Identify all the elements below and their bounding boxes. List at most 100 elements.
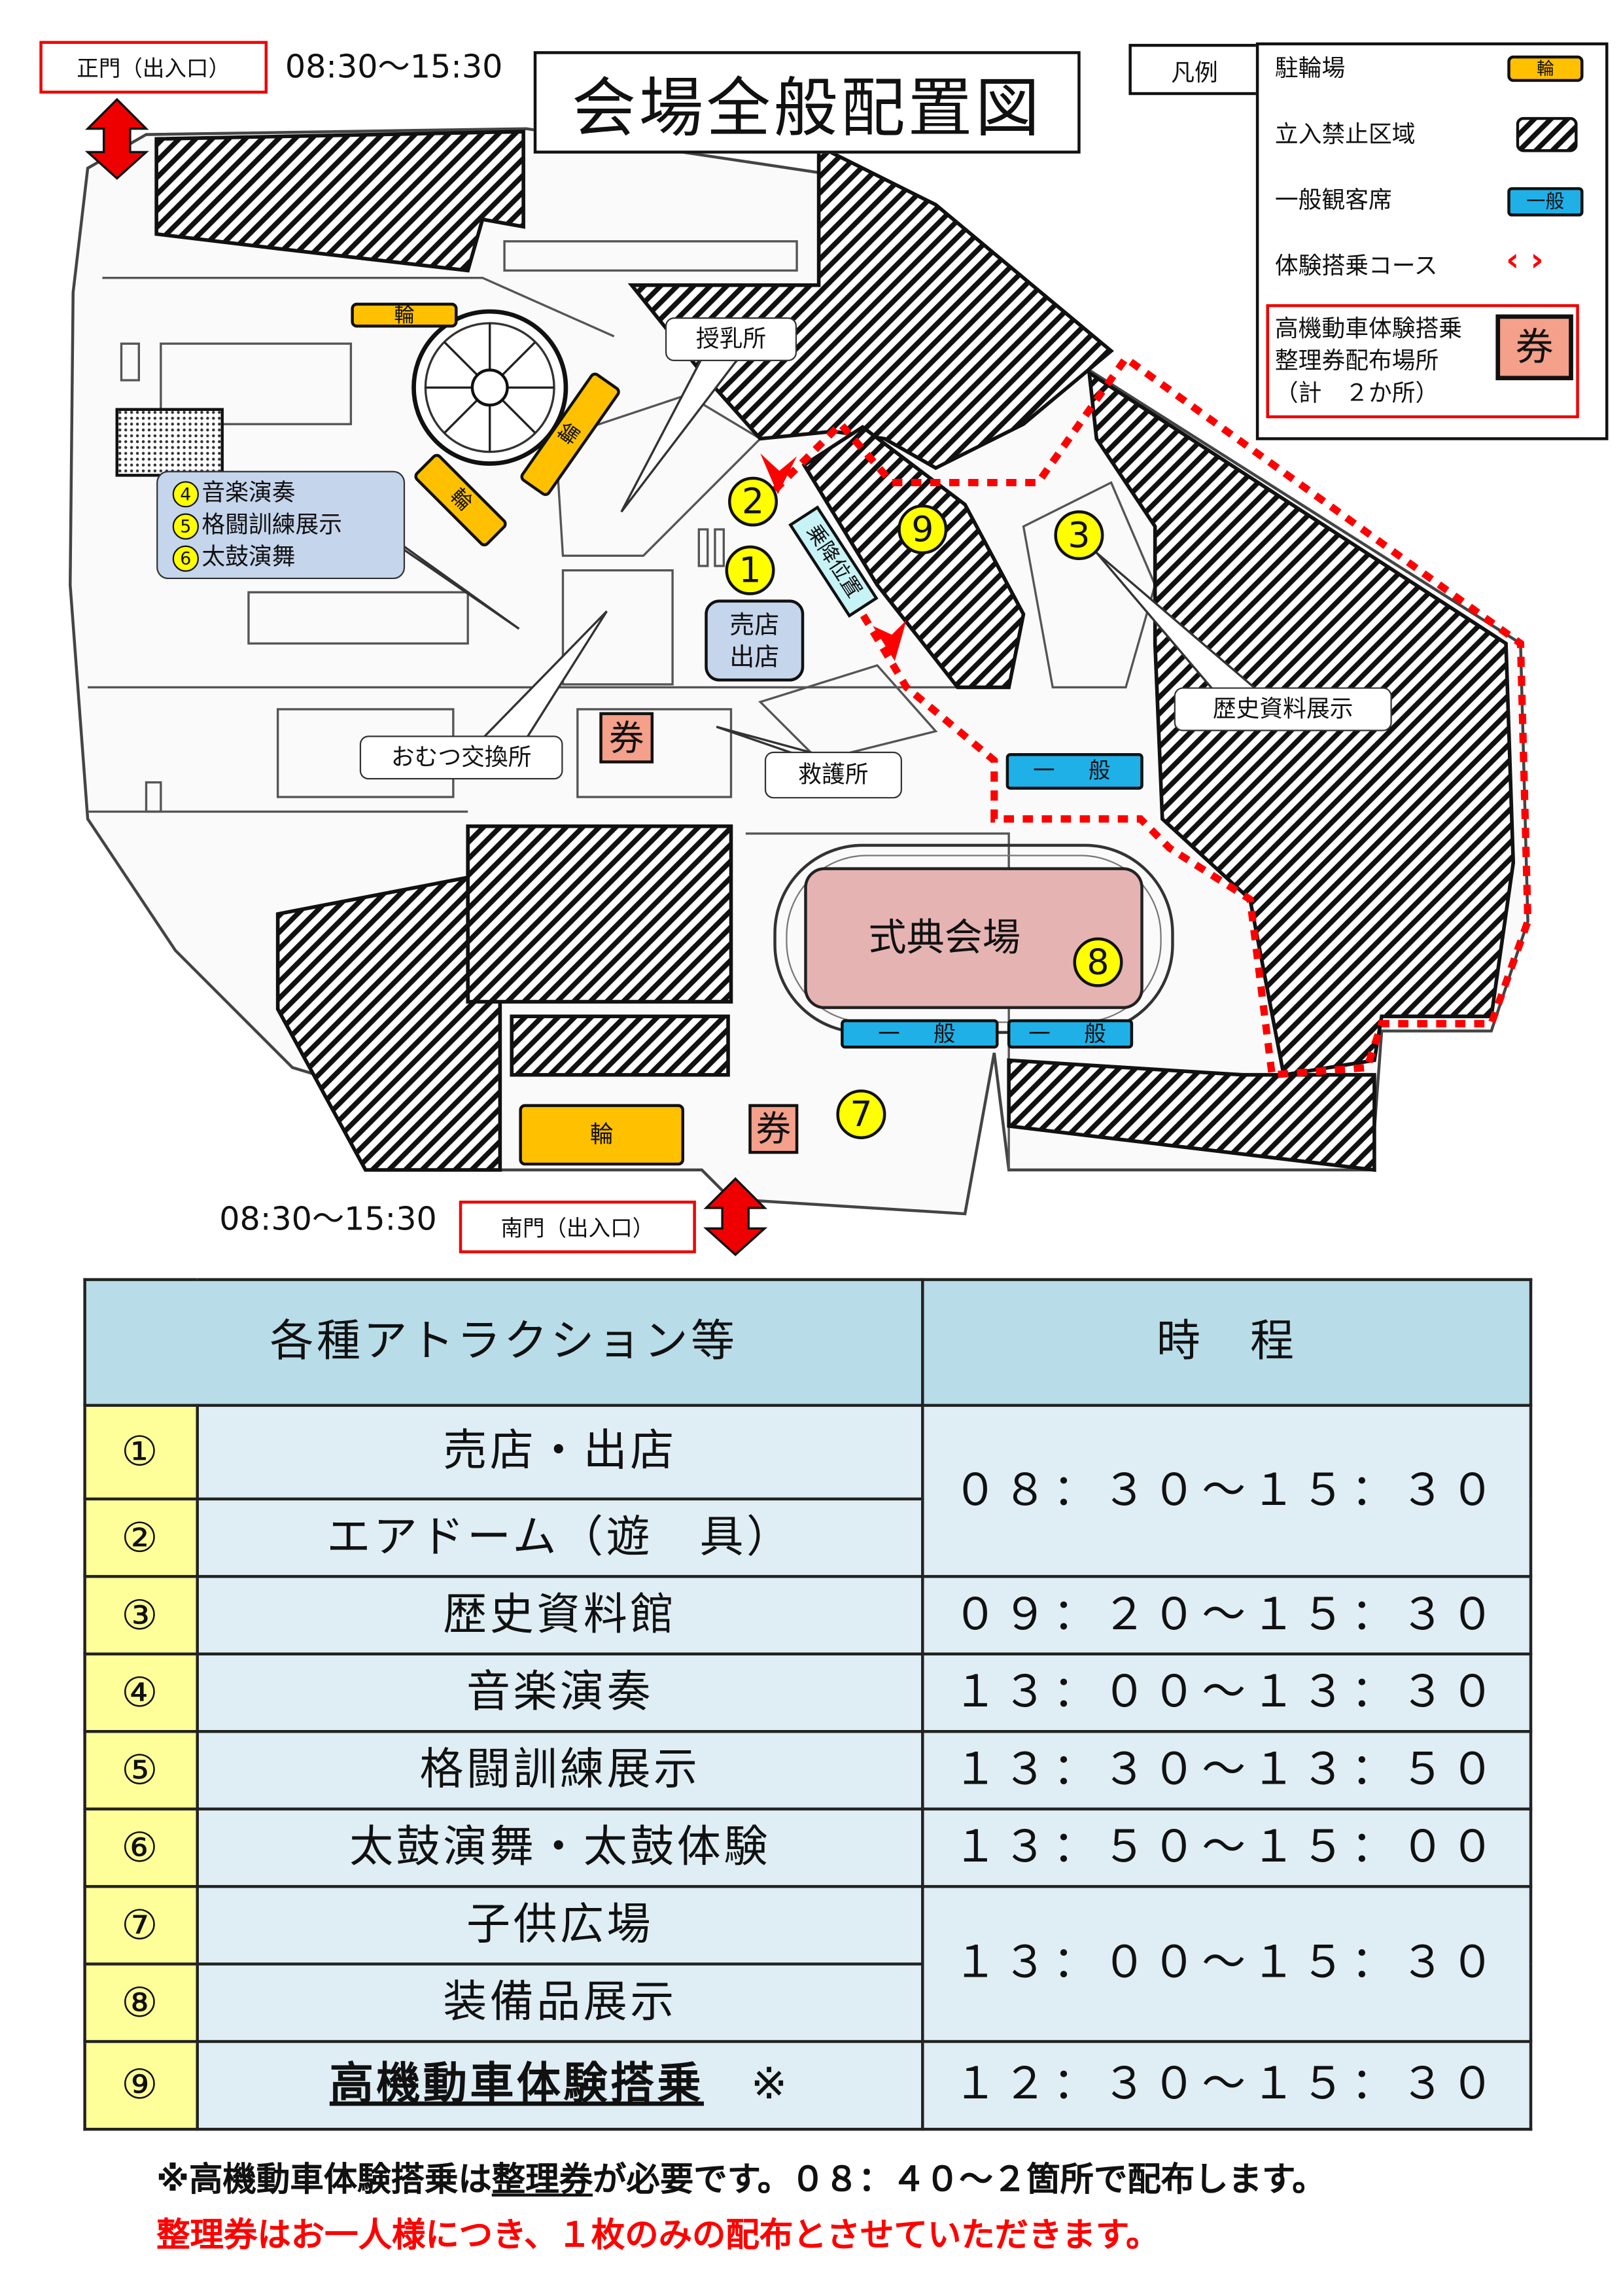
general-seating: 一 般 (1007, 1019, 1134, 1049)
marker-5: 5 (172, 512, 199, 539)
table-row: ③ 歴史資料館 ０９：２０～１５：３０ (83, 1575, 1533, 1656)
marker-2: 2 (728, 476, 778, 527)
legend-heading: 凡例 (1128, 44, 1261, 96)
main-gate-label: 正門（出入口） (39, 41, 268, 94)
page-title: 会場全般配置図 (533, 51, 1081, 154)
bicycle-parking: 輪 (519, 1104, 684, 1166)
south-gate-label: 南門（出入口） (459, 1200, 696, 1254)
legend-ticket-line2: 整理券配布場所 (1274, 346, 1439, 375)
attraction-name: エアドーム（遊 具） (196, 1497, 924, 1578)
row-number: ⑤ (83, 1730, 199, 1810)
marker-9: 9 (898, 504, 948, 555)
stall-label: 出店 (729, 643, 780, 673)
time-range: ０９：２０～１５：３０ (921, 1575, 1533, 1656)
marker-3: 3 (1054, 510, 1104, 561)
first-aid-callout: 救護所 (764, 751, 902, 799)
table-row: ⑧ 装備品展示 (83, 1962, 1531, 2043)
ceremony-venue: 式典会場 (804, 867, 1143, 1010)
experience-route (772, 353, 1532, 1079)
nursing-room-callout: 授乳所 (665, 317, 797, 362)
stage-item-label: 格闘訓練展示 (201, 510, 343, 539)
stage-item-label: 太鼓演舞 (201, 542, 296, 571)
note-line-1: ※高機動車体験搭乗は整理券が必要です。０８：４０～２箇所で配布します。 (156, 2161, 1326, 2202)
table-header-row: 各種アトラクション等 時 程 (83, 1278, 1533, 1407)
attraction-name: 高機動車体験搭乗 ※ (196, 2040, 924, 2131)
table-row: ⑨ 高機動車体験搭乗 ※ １２：３０～１５：３０ (83, 2040, 1533, 2131)
roads (88, 240, 1157, 1170)
legend-ticket-line1: 高機動車体験搭乗 (1274, 314, 1463, 342)
row-number: ⑧ (83, 1962, 199, 2043)
stadium-circle (411, 309, 568, 466)
legend-seating-label: 一般観客席 (1274, 185, 1392, 214)
attraction-name: 格闘訓練展示 (196, 1730, 924, 1810)
header-attractions: 各種アトラクション等 (83, 1278, 924, 1407)
table-row: ④ 音楽演奏 １３：００～１３：３０ (83, 1652, 1533, 1733)
callout-pointers (379, 357, 1261, 756)
table-row: ① 売店・出店 ０８：３０～１５：３０ (83, 1404, 1533, 1578)
note-line-2: 整理券はお一人様につき、１枚のみの配布とさせていただきます。 (156, 2217, 1160, 2255)
row-number: ⑦ (83, 1884, 199, 1966)
legend-hatch-icon (1516, 116, 1578, 152)
note-text: ※高機動車体験搭乗は (156, 2161, 492, 2200)
legend-route-arrows-icon: ‹ › (1506, 243, 1544, 279)
legend-route-label: 体験搭乗コース (1274, 251, 1438, 279)
marker-8: 8 (1073, 937, 1123, 987)
row-number: ④ (83, 1652, 199, 1733)
history-exhibit-callout: 歴史資料展示 (1174, 687, 1392, 732)
general-seating: 一 般 (841, 1019, 999, 1049)
attraction-name: 太鼓演舞・太鼓体験 (196, 1807, 924, 1888)
row-number: ③ (83, 1575, 199, 1656)
marker-6: 6 (172, 544, 199, 571)
stage-item-label: 音楽演奏 (201, 478, 296, 506)
attraction-name: 子供広場 (196, 1884, 924, 1966)
legend-ticket-symbol: 券 (1495, 314, 1573, 381)
shop-area: 売店 出店 (705, 599, 805, 682)
row-number: ① (83, 1404, 199, 1501)
diaper-change-callout: おむつ交換所 (359, 735, 563, 780)
legend-ticket-line3: （計 ２か所） (1274, 378, 1439, 407)
table-row: ⑤ 格闘訓練展示 １３：３０～１３：５０ (83, 1730, 1533, 1810)
marker-1: 1 (725, 545, 775, 595)
main-gate-arrow-icon (84, 97, 149, 180)
attraction-name: 装備品展示 (196, 1962, 924, 2043)
marker-4: 4 (172, 480, 199, 507)
attraction-name: 売店・出店 (196, 1404, 924, 1501)
time-range: １３：００～１３：３０ (921, 1652, 1533, 1733)
table-row: ② エアドーム（遊 具） (83, 1497, 1531, 1578)
time-range: １２：３０～１５：３０ (921, 2040, 1533, 2131)
row-number: ② (83, 1497, 199, 1578)
schedule-table: 各種アトラクション等 時 程 ① 売店・出店 ０８：３０～１５：３０ ② エアド… (83, 1278, 1533, 2131)
restricted-dotted-area (115, 408, 224, 477)
legend-ticket-box (1266, 304, 1579, 419)
time-range: １３：５０～１５：００ (921, 1807, 1533, 1888)
time-range: ０８：３０～１５：３０ (921, 1404, 1533, 1578)
attraction-name: 歴史資料館 (196, 1575, 924, 1656)
time-range: １３：３０～１３：５０ (921, 1730, 1533, 1810)
legend-parking-label: 駐輪場 (1274, 54, 1346, 82)
legend-restricted-label: 立入禁止区域 (1274, 120, 1416, 148)
south-gate-hours: 08:30〜15:30 (219, 1202, 437, 1239)
ticket-distribution-point: 券 (599, 712, 654, 764)
ticket-distribution-point: 券 (748, 1104, 799, 1154)
attraction-name: 音楽演奏 (196, 1652, 924, 1733)
route-arrow-icon (760, 453, 907, 662)
table-row: ⑥ 太鼓演舞・太鼓体験 １３：５０～１５：００ (83, 1807, 1533, 1888)
bicycle-parking: 輪 (351, 302, 458, 328)
legend-seating-symbol: 一般 (1507, 187, 1584, 217)
marker-7: 7 (836, 1089, 886, 1140)
general-seating: 一 般 (1005, 753, 1143, 790)
time-range: １３：００～１５：３０ (921, 1884, 1533, 2043)
row-number: ⑨ (83, 2040, 199, 2131)
main-gate-hours: 08:30〜15:30 (285, 49, 503, 86)
note-mark: ※ (750, 2058, 791, 2111)
shop-label: 売店 (729, 611, 780, 641)
attraction-name-text: 高機動車体験搭乗 (329, 2058, 704, 2111)
legend-parking-symbol: 輪 (1507, 55, 1584, 82)
row-number: ⑥ (83, 1807, 199, 1888)
legend-ticket-label: 高機動車体験搭乗 整理券配布場所 （計 ２か所） (1275, 313, 1462, 410)
note-emphasis: 整理券 (491, 2161, 593, 2200)
south-gate-arrow-icon (703, 1177, 768, 1256)
table-row: ⑦ 子供広場 １３：００～１５：３０ (83, 1884, 1533, 2043)
